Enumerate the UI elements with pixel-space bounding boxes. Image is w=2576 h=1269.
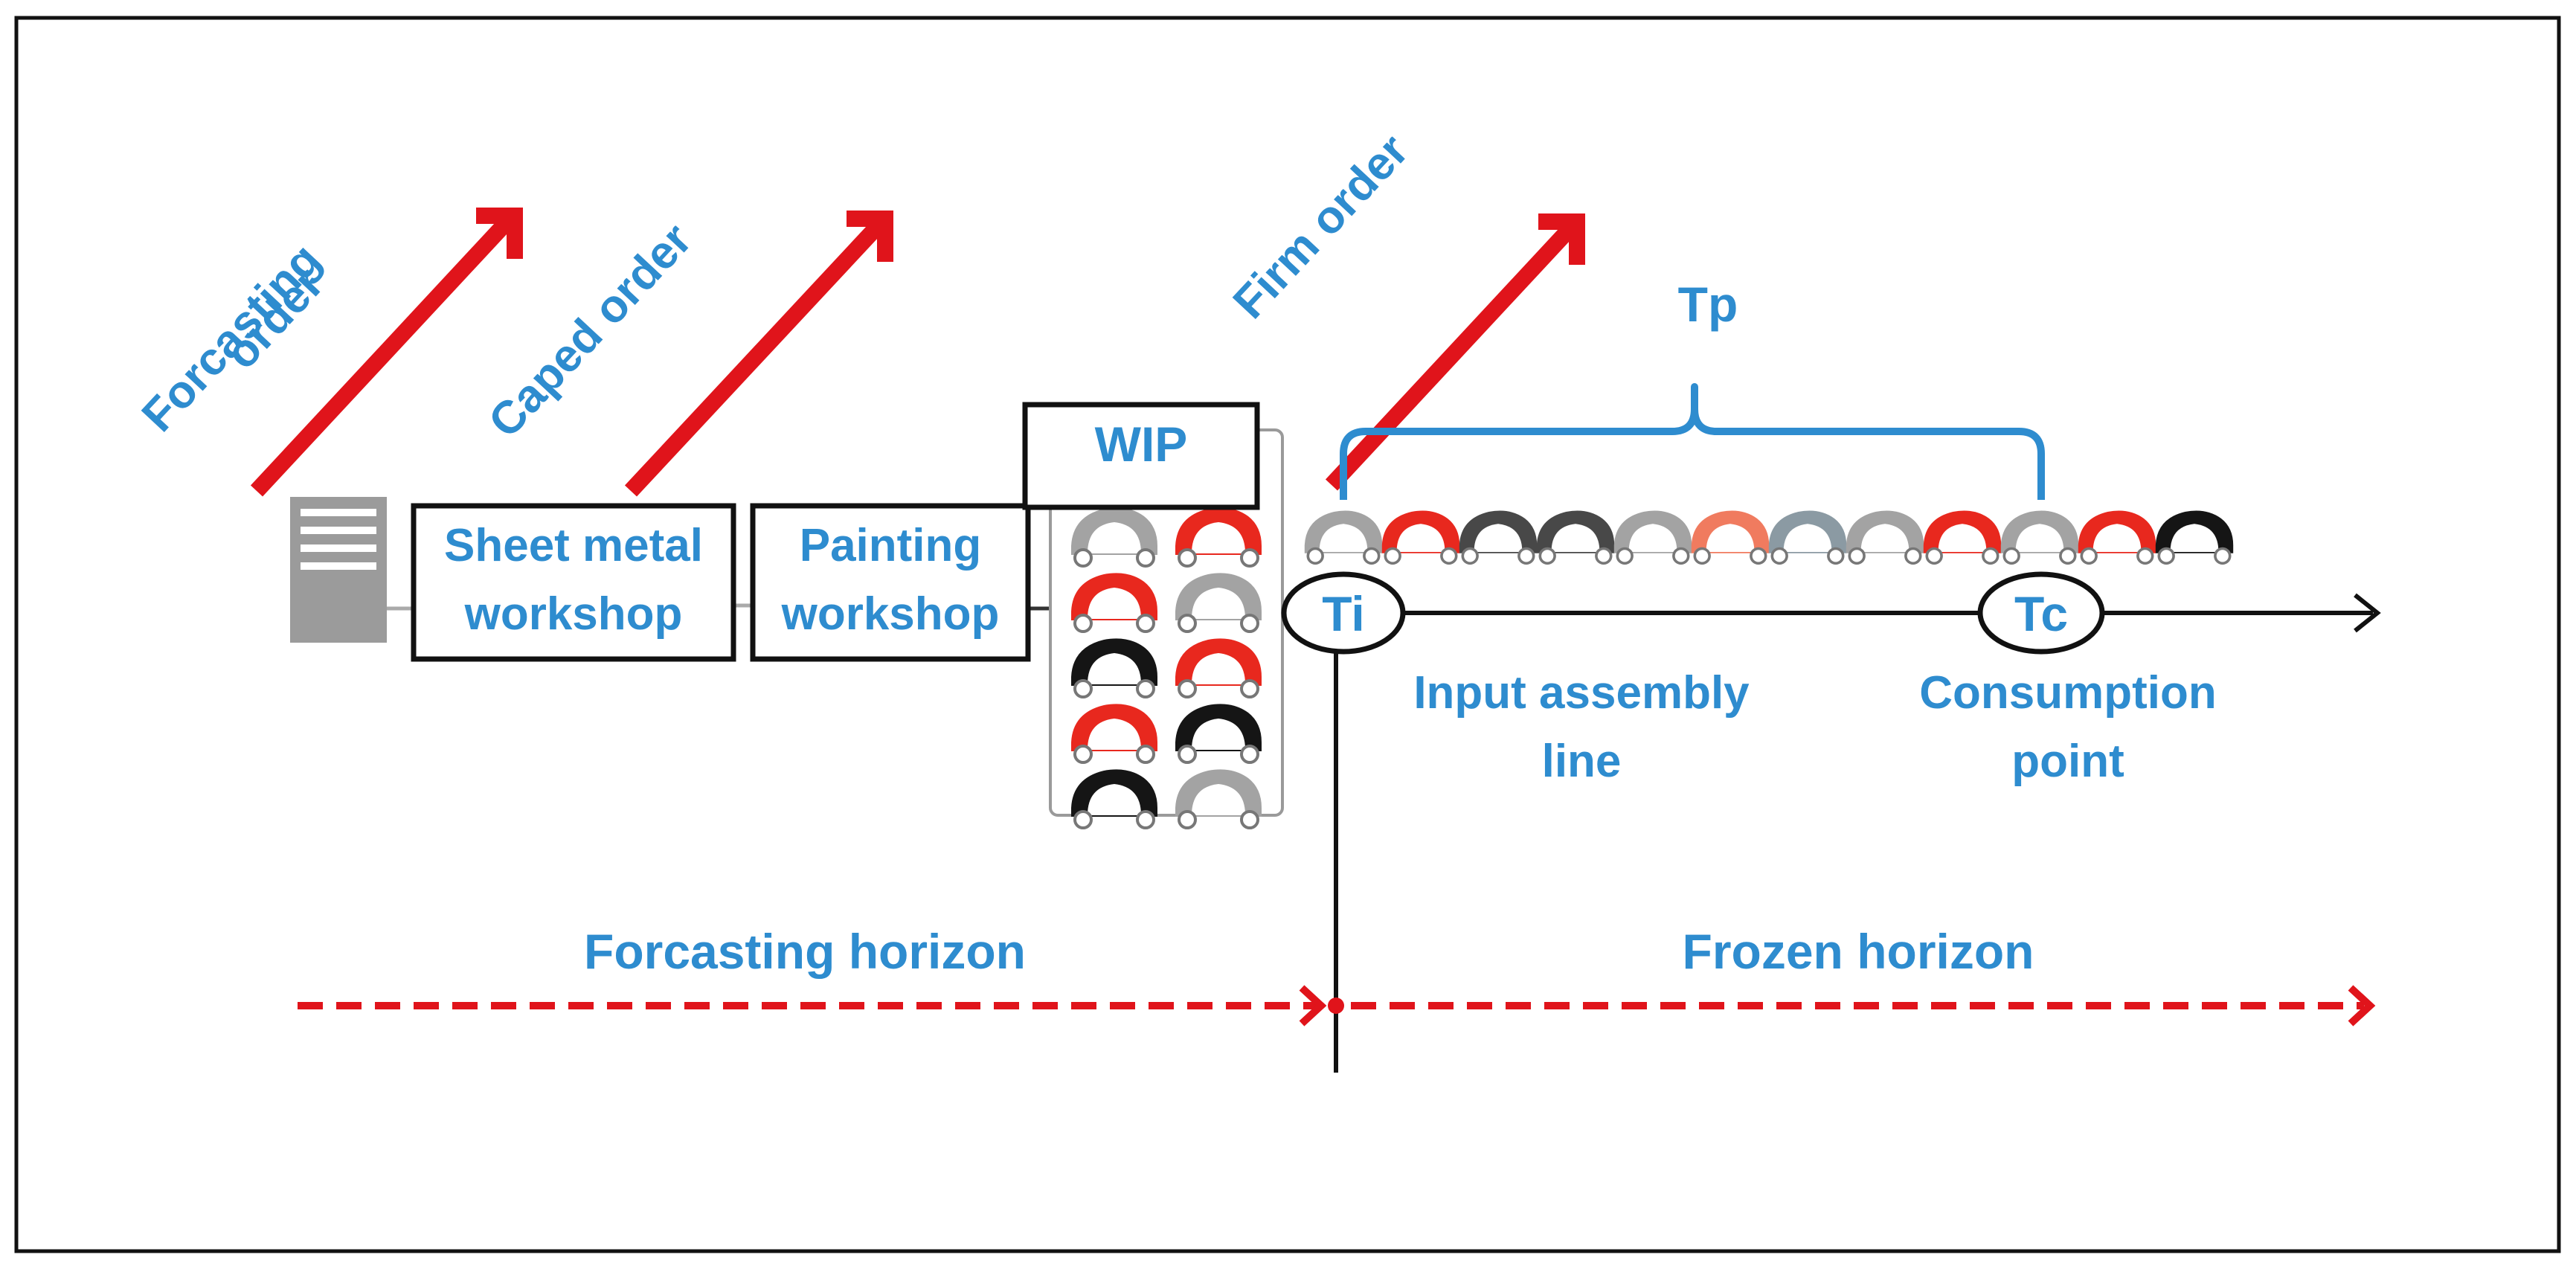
line-car-icon [2154, 509, 2235, 565]
forecasting-horizon-arrowhead [1299, 985, 1327, 1027]
line-car-icon [1690, 509, 1770, 565]
line-car-icon [1535, 509, 1616, 565]
outer-frame [14, 16, 2561, 1253]
consumption-point-label-1: Consumption [1919, 667, 2217, 719]
firm-order-arrowhead [1538, 213, 1585, 265]
server-icon [290, 497, 387, 643]
consumption-point-label-2: point [2011, 736, 2124, 787]
tp-bracket [1340, 383, 2045, 500]
sheet-metal-label-2: workshop [464, 588, 683, 640]
forecasting-horizon-label: Forcasting horizon [584, 924, 1026, 979]
sheet-metal-workshop: Sheet metal workshop [411, 503, 736, 662]
painting-label-2: workshop [781, 588, 1000, 640]
wip-label-box: WIP [1022, 402, 1260, 510]
line-car-icon [1922, 509, 2002, 565]
line-car-icon [1458, 509, 1538, 565]
order-arrows [250, 208, 1585, 497]
forecasting-order-arrowhead [476, 208, 523, 259]
ti-horizon-dot [1328, 997, 1344, 1014]
input-assembly-label-1: Input assembly [1413, 667, 1750, 719]
firm-order-label: Firm order [1224, 125, 1419, 329]
line-car-icon [1381, 509, 1461, 565]
firm-order-arrow [1325, 223, 1576, 491]
line-car-icon [2077, 509, 2157, 565]
caped-order-arrowhead [847, 211, 893, 262]
sheet-metal-label-1: Sheet metal [444, 520, 703, 571]
forecasting-order-arrow [250, 217, 513, 497]
line-car-icon [1303, 509, 1384, 565]
assembly-line-cars [1303, 509, 2235, 565]
line-car-icon [1845, 509, 1925, 565]
frozen-horizon-label: Frozen horizon [1683, 924, 2034, 979]
ti-marker: Ti [1281, 571, 1406, 655]
caped-order-arrow [624, 220, 884, 497]
ti-label: Ti [1322, 586, 1364, 641]
tc-marker: Tc [1977, 571, 2105, 655]
input-assembly-label-2: line [1542, 736, 1622, 787]
painting-label-1: Painting [800, 520, 982, 571]
frozen-horizon-arrowhead [2348, 985, 2376, 1027]
line-car-icon [2000, 509, 2080, 565]
timeline-arrowhead [2354, 593, 2381, 633]
line-car-icon [1767, 509, 1848, 565]
wip-label: WIP [1095, 417, 1188, 472]
line-car-icon [1613, 509, 1693, 565]
tp-label: Tp [1678, 277, 1738, 332]
painting-workshop: Painting workshop [750, 503, 1031, 662]
tc-label: Tc [2014, 586, 2068, 641]
